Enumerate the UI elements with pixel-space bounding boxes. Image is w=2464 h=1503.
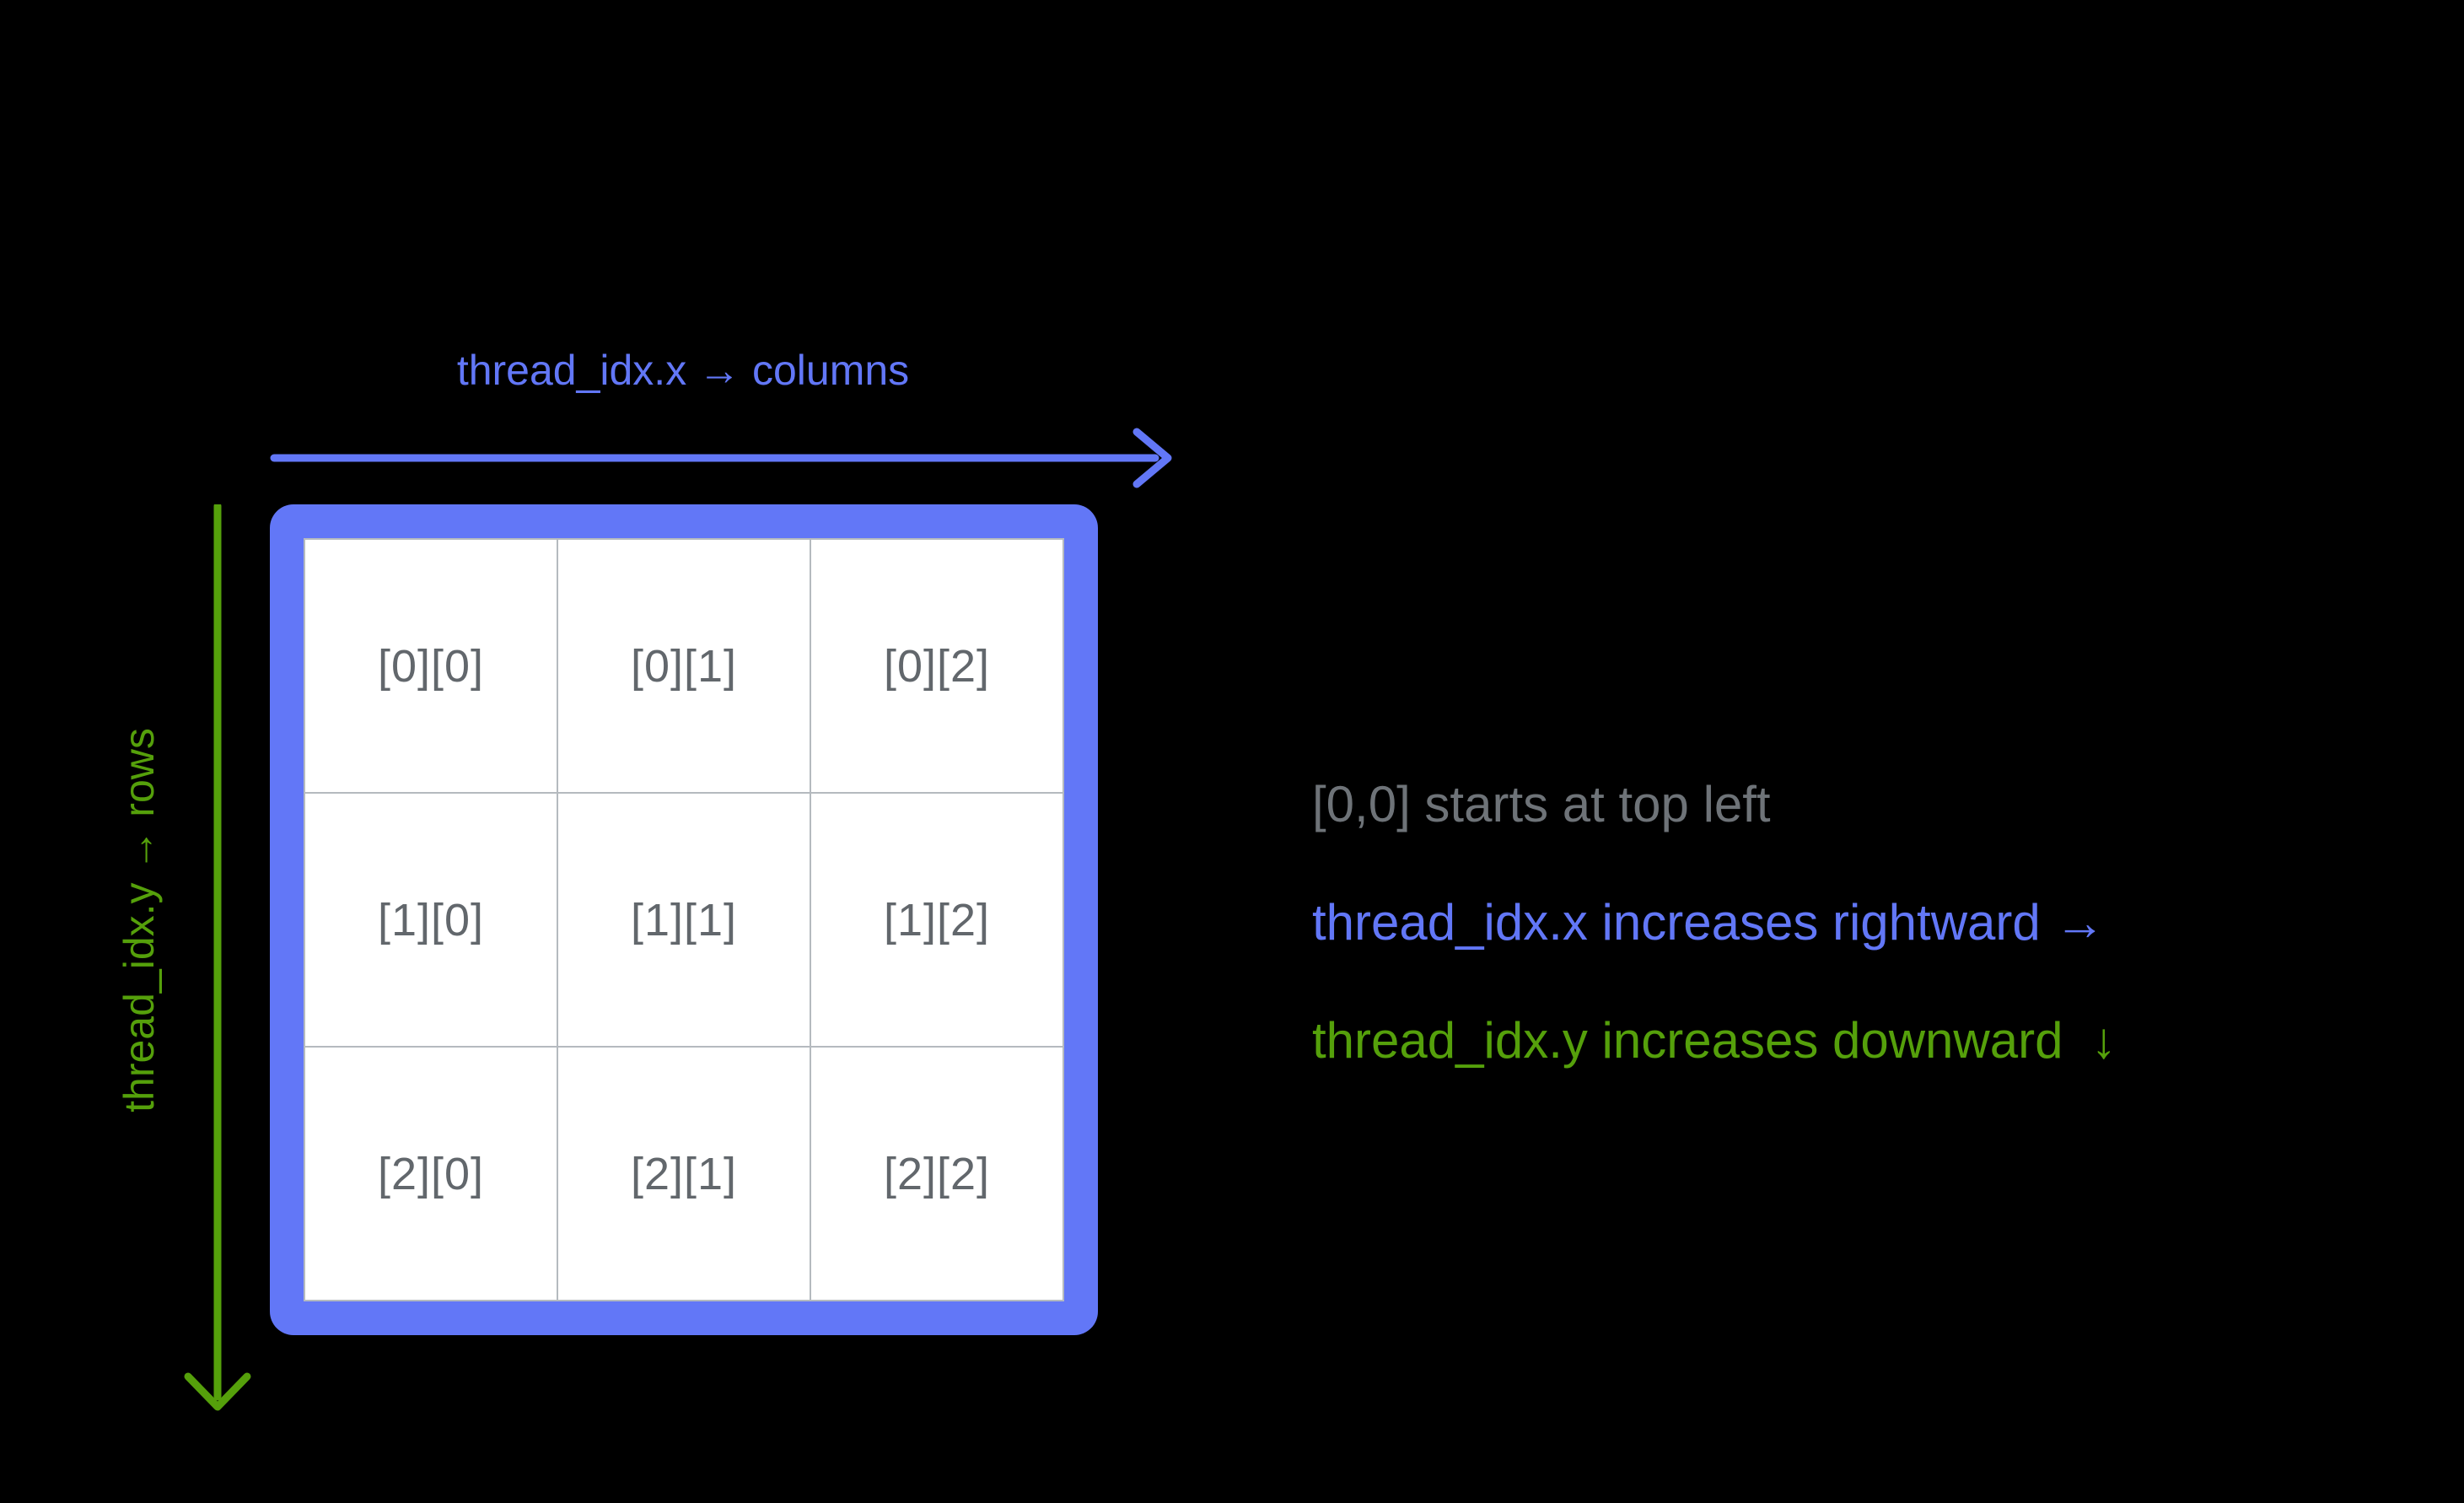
note-x-direction: thread_idx.x increases rightward →	[1312, 894, 2106, 951]
grid-cell-2-0: [2][0]	[305, 1048, 557, 1300]
grid-cell-0-0: [0][0]	[305, 540, 557, 792]
x-axis-label: thread_idx.x → columns	[456, 347, 910, 394]
grid-cell-1-2: [1][2]	[811, 794, 1063, 1046]
grid-cell-1-0: [1][0]	[305, 794, 557, 1046]
grid-cell-0-2: [0][2]	[811, 540, 1063, 792]
thread-grid-table: [0][0] [0][1] [0][2] [1][0] [1][1] [1][2…	[304, 538, 1064, 1301]
thread-grid: [0][0] [0][1] [0][2] [1][0] [1][1] [1][2…	[270, 504, 1098, 1335]
y-axis-arrow-icon	[184, 504, 251, 1411]
y-axis-label: thread_idx.y → rows	[116, 728, 163, 1112]
grid-cell-2-1: [2][1]	[558, 1048, 810, 1300]
grid-cell-1-1: [1][1]	[558, 794, 810, 1046]
grid-cell-0-1: [0][1]	[558, 540, 810, 792]
note-y-direction: thread_idx.y increases downward ↓	[1312, 1012, 2117, 1069]
annotation-notes: [0,0] starts at top left thread_idx.x in…	[1312, 774, 2117, 1129]
grid-cell-2-2: [2][2]	[811, 1048, 1063, 1300]
x-axis-arrow-icon	[270, 428, 1172, 488]
note-origin: [0,0] starts at top left	[1312, 776, 1771, 832]
